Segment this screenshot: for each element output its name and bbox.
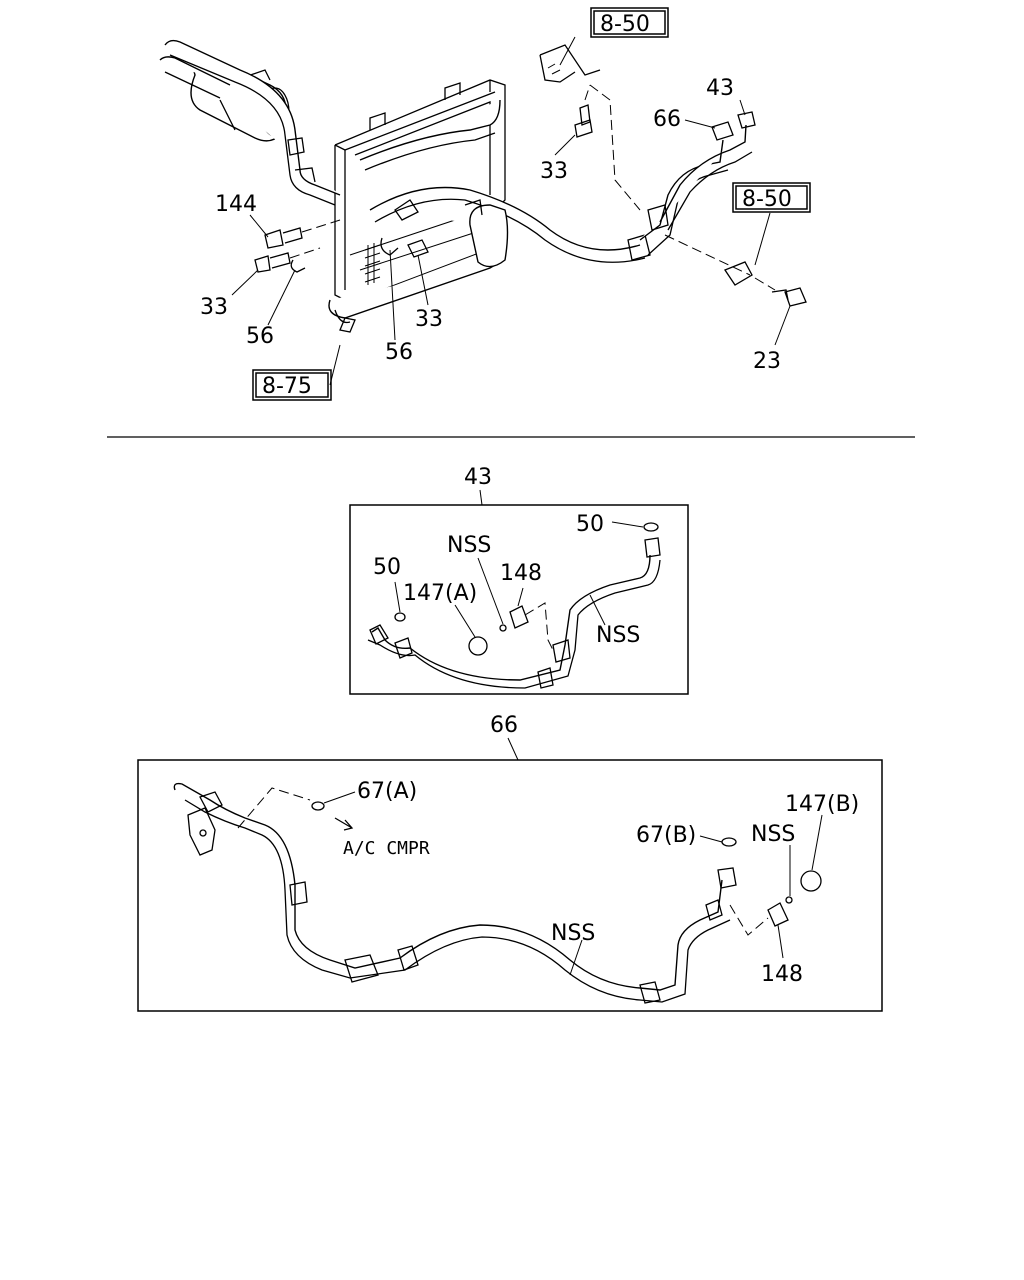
detail-43-callout-148: 148 <box>500 561 542 586</box>
ref-label-875: 8-75 <box>262 374 312 399</box>
hoses-top <box>159 39 651 268</box>
ref-label-850-top: 8-50 <box>600 12 650 37</box>
detail-43-callout-50-right: 50 <box>576 512 604 537</box>
callout-56-right: 56 <box>385 340 413 365</box>
ref-box-850-right <box>732 182 811 213</box>
detail-43-pipe <box>367 522 661 689</box>
callout-33-top: 33 <box>540 159 568 184</box>
detail-43-leaders <box>394 521 644 638</box>
callout-33-left: 33 <box>200 295 228 320</box>
detail-66-title-leader <box>507 737 519 761</box>
callout-66: 66 <box>653 107 681 132</box>
pipes-right <box>539 44 756 286</box>
callout-23: 23 <box>753 349 781 374</box>
fasteners <box>254 84 807 307</box>
detail-66-ac-cmpr-label: A/C CMPR <box>343 838 430 859</box>
detail-43-title-leader <box>479 489 483 506</box>
ref-box-875 <box>252 369 332 401</box>
callout-43: 43 <box>706 76 734 101</box>
detail-43-callout-147a: 147(A) <box>403 581 477 606</box>
ref-label-850-right: 8-50 <box>742 187 792 212</box>
detail-43-callout-50-left: 50 <box>373 555 401 580</box>
detail-66-callout-nss-center: NSS <box>551 921 595 946</box>
detail-66-callout-67b: 67(B) <box>636 823 696 848</box>
detail-66-callout-67a: 67(A) <box>357 779 417 804</box>
detail-43-callout-nss-right: NSS <box>596 623 640 648</box>
detail-66-title: 66 <box>490 713 518 738</box>
condenser-assembly <box>328 79 506 333</box>
detail-66-callout-148: 148 <box>761 962 803 987</box>
detail-66-frame <box>137 759 883 1012</box>
detail-66-callout-nss-right: NSS <box>751 822 795 847</box>
detail-66-callout-147b: 147(B) <box>785 792 859 817</box>
detail-43-callout-nss-top: NSS <box>447 533 491 558</box>
detail-66-pipe <box>173 782 822 1004</box>
ref-box-850-top <box>590 7 669 38</box>
callout-144: 144 <box>215 192 257 217</box>
detail-66-leaders <box>323 791 823 976</box>
callout-56-left: 56 <box>246 324 274 349</box>
detail-43-title: 43 <box>464 465 492 490</box>
detail-43-frame <box>349 504 689 695</box>
callout-33-right: 33 <box>415 307 443 332</box>
